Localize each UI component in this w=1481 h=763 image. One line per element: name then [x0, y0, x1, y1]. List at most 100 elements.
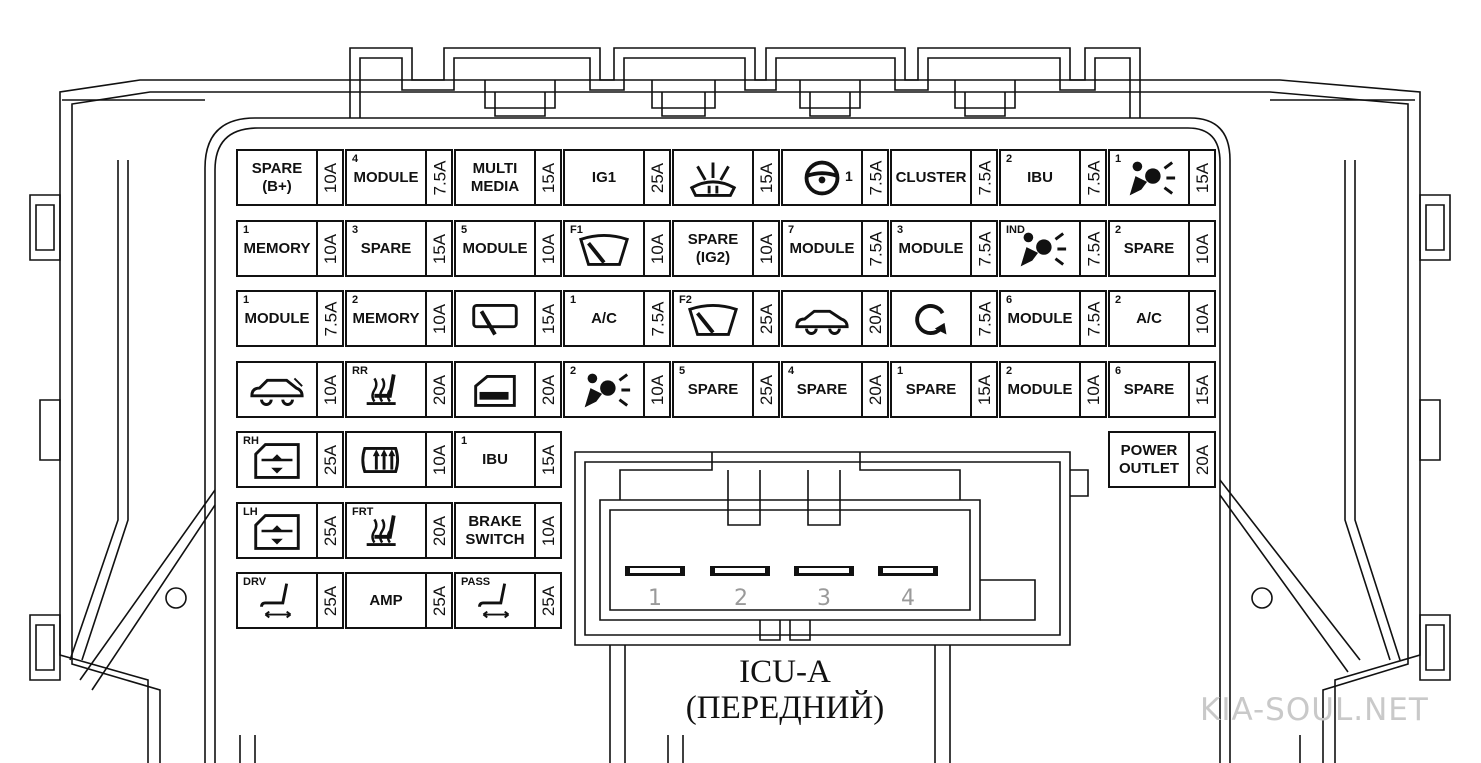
fuse-amperage: 10A [1188, 222, 1216, 275]
fuse-amperage: 7.5A [1079, 222, 1107, 275]
fuse-amperage: 15A [752, 151, 780, 204]
fuse-amperage: 10A [316, 222, 344, 275]
fuse-5-2: BRAKE SWITCH 10A [454, 502, 562, 559]
fuse-amperage: 15A [534, 151, 562, 204]
fuse-amperage: 20A [1188, 433, 1216, 486]
fuse-superscript: 1 [461, 435, 468, 447]
fuse-amperage: 7.5A [970, 151, 998, 204]
fuse-amperage-text: 20A [539, 374, 558, 405]
fuse-amperage: 10A [316, 151, 344, 204]
fuse-label: AMP [369, 591, 403, 609]
fuse-amperage-text: 20A [1193, 444, 1212, 475]
fuse-superscript: 2 [1115, 224, 1122, 236]
fuse-amperage: 25A [316, 574, 344, 627]
fuse-amperage-text: 20A [430, 374, 449, 405]
connector-subtitle: (ПЕРЕДНИЙ) [685, 690, 885, 726]
fuse-amperage: 7.5A [970, 222, 998, 275]
pin-number-1: 1 [648, 586, 662, 611]
fuse-amperage-text: 15A [539, 162, 558, 193]
power-seat-icon [248, 581, 306, 621]
fuse-amperage-text: 10A [321, 233, 340, 264]
fuse-amperage: 15A [1188, 363, 1216, 416]
fuse-amperage: 10A [1079, 363, 1107, 416]
fuse-superscript: 1 [1115, 153, 1122, 165]
fuse-amperage: 10A [752, 222, 780, 275]
fuse-4-1: 10A [345, 431, 453, 488]
fuse-superscript: 4 [352, 153, 359, 165]
connector-label: ICU-A (ПЕРЕДНИЙ) [640, 654, 930, 726]
fuse-amperage-text: 10A [648, 374, 667, 405]
fuse-amperage: 15A [1188, 151, 1216, 204]
fuse-amperage: 25A [752, 292, 780, 345]
fuse-superscript: PASS [461, 576, 491, 588]
fuse-amperage-text: 25A [539, 585, 558, 616]
fuse-amperage-text: 7.5A [1084, 231, 1104, 266]
fuse-amperage-text: 10A [321, 162, 340, 193]
fuse-3-0: 10A [236, 361, 344, 418]
fuse-amperage: 10A [534, 504, 562, 557]
fuse-amperage: 10A [643, 222, 671, 275]
fuse-amperage-text: 7.5A [1084, 301, 1104, 336]
fuse-amperage-text: 25A [321, 444, 340, 475]
fuse-amperage-text: 7.5A [1084, 160, 1104, 195]
fuse-amperage-text: 15A [430, 233, 449, 264]
washer-icon [684, 158, 742, 198]
pin-number-3: 3 [817, 586, 831, 611]
fuse-amperage: 25A [534, 574, 562, 627]
fuse-label: MODULE [462, 239, 528, 257]
fuse-amperage: 25A [316, 433, 344, 486]
fuse-label: A/C [1136, 309, 1162, 327]
fuse-amperage-text: 10A [539, 515, 558, 546]
fuse-amperage: 15A [970, 363, 998, 416]
fuse-amperage: 15A [425, 222, 453, 275]
fuse-superscript: 2 [570, 365, 577, 377]
fuse-2-2: 15A [454, 290, 562, 347]
fuse-0-0: SPARE (B+)10A [236, 149, 344, 206]
fuse-superscript: DRV [243, 576, 267, 588]
fuse-amperage: 10A [643, 363, 671, 416]
fuse-amperage-text: 7.5A [648, 301, 668, 336]
door-lock-icon [466, 370, 524, 410]
fuse-superscript: 1 [897, 365, 904, 377]
fuse-amperage-text: 20A [430, 515, 449, 546]
rear-defrost-icon [357, 440, 415, 480]
fuse-icon-number: 1 [845, 168, 853, 184]
fuse-label: SPARE [796, 380, 848, 398]
fuse-2-5: 20A [781, 290, 889, 347]
fuse-amperage: 7.5A [1079, 151, 1107, 204]
fuse-3-2: 20A [454, 361, 562, 418]
fuse-amperage-text: 7.5A [975, 231, 995, 266]
wiper-icon [684, 299, 742, 339]
fuse-superscript: 1 [243, 224, 250, 236]
fuse-label: MULTI MEDIA [470, 160, 520, 195]
fuse-amperage: 10A [316, 363, 344, 416]
airbag-icon [1120, 158, 1178, 198]
fuse-amperage-text: 10A [757, 233, 776, 264]
fuse-amperage-text: 7.5A [975, 160, 995, 195]
fuse-amperage-text: 15A [975, 374, 994, 405]
fuse-amperage-text: 15A [1193, 162, 1212, 193]
fuse-superscript: 1 [243, 294, 250, 306]
fuse-amperage-text: 20A [866, 303, 885, 334]
fuse-amperage-text: 10A [321, 374, 340, 405]
fuse-amperage: 20A [425, 504, 453, 557]
fuse-label: BRAKE SWITCH [465, 513, 525, 548]
fuse-superscript: 4 [788, 365, 795, 377]
watermark: KIA-SOUL.NET [1200, 692, 1429, 728]
